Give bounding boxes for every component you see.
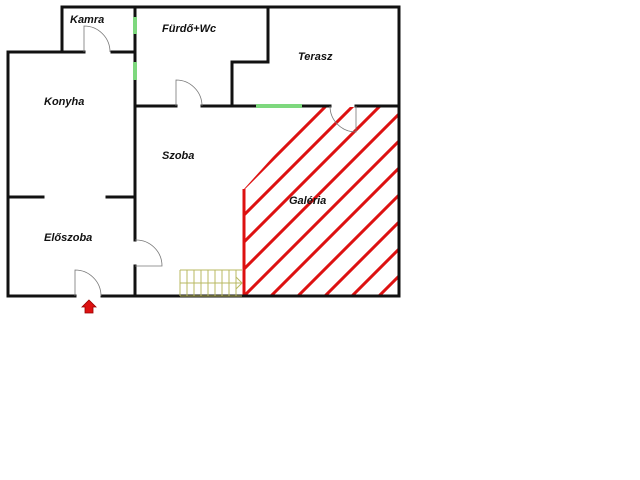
hatch-line — [244, 107, 398, 295]
room-label-szoba: Szoba — [162, 150, 194, 162]
windows — [133, 17, 302, 108]
hatch-line — [292, 107, 398, 295]
hatch-line — [373, 107, 398, 295]
room-label-konyha: Konyha — [44, 96, 84, 108]
stairs — [179, 269, 243, 297]
room-label-furdo: Fürdő+Wc — [162, 23, 216, 35]
walls — [6, 5, 401, 298]
doors — [74, 25, 357, 297]
hatch-line — [319, 107, 398, 295]
room-label-eloszoba: Előszoba — [44, 232, 92, 244]
entrance-arrow-icon — [81, 299, 97, 314]
hatch-line — [265, 107, 398, 295]
hatch-line — [244, 107, 280, 295]
room-label-kamra: Kamra — [70, 14, 104, 26]
hatch-line — [402, 100, 602, 300]
hatch-line — [346, 107, 398, 295]
hatch-line — [244, 107, 361, 295]
room-label-terasz: Terasz — [298, 51, 333, 63]
hatch-line — [244, 107, 388, 295]
hatch-line — [244, 107, 398, 295]
hatch-line — [244, 107, 334, 295]
room-label-galeria: Galéria — [289, 195, 326, 207]
